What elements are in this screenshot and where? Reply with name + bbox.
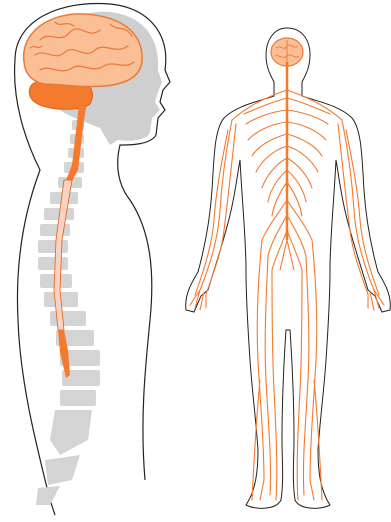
side-view-figure — [15, 3, 170, 515]
front-view-figure — [186, 28, 391, 508]
spine-vertebrae — [30, 60, 100, 505]
cerebrum — [24, 14, 143, 87]
